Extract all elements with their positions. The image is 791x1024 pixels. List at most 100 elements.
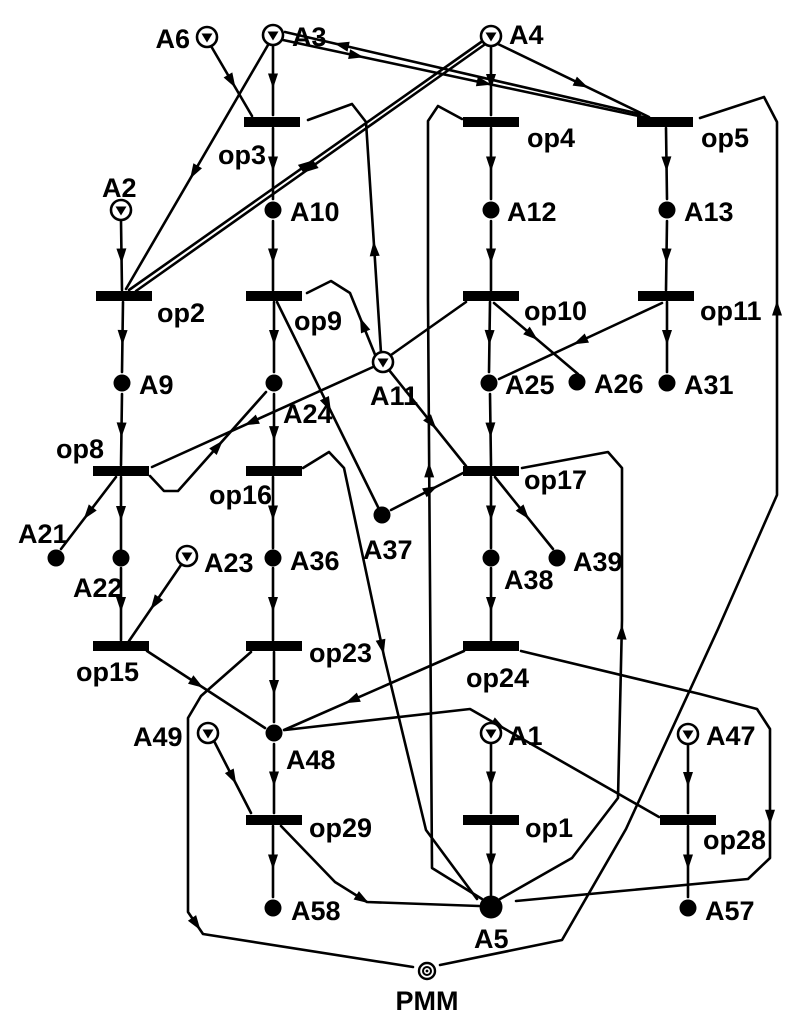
arrowhead-A22-op15: [116, 597, 126, 612]
arrowhead-op23-A48: [269, 680, 279, 695]
arrowhead-op17-A39: [515, 504, 529, 520]
node-A5: A5: [474, 895, 509, 954]
node-label-op2: op2: [157, 298, 205, 328]
node-label-op1: op1: [525, 813, 573, 843]
node-op1: op1: [463, 813, 573, 843]
node-A39: A39: [548, 547, 623, 577]
operation-bar-icon: [96, 291, 152, 301]
node-label-A9: A9: [139, 370, 174, 400]
arrowhead-A13-op11: [661, 248, 672, 264]
node-A25: A25: [480, 370, 555, 400]
node-label-A22: A22: [73, 573, 123, 603]
operation-bar-icon: [246, 291, 302, 301]
arrowhead-A3-op5: [475, 76, 492, 87]
node-op5: op5: [637, 117, 749, 153]
artifact-dot-icon: [658, 201, 676, 219]
node-A12: A12: [482, 197, 557, 227]
edge-A4-op5: [496, 42, 651, 119]
node-label-A31: A31: [684, 370, 734, 400]
edge-op23-PMM: [186, 650, 415, 969]
node-label-A10: A10: [290, 197, 340, 227]
arrowhead-A38-op24: [486, 597, 496, 612]
node-label-A47: A47: [706, 721, 756, 751]
node-A47: A47: [676, 721, 756, 751]
artifact-dot-icon: [658, 374, 676, 392]
node-A1: A1: [479, 721, 543, 751]
edges-layer: [59, 30, 782, 969]
arrowhead-A11-op8: [244, 414, 260, 426]
node-A48: A48: [265, 724, 336, 775]
input-triangle-icon: [201, 33, 213, 43]
arrowhead-op29-A5: [353, 891, 369, 904]
edge-A11-op8: [150, 365, 375, 469]
edge-A48-op28: [283, 707, 661, 819]
arrowhead-op5-A3: [334, 41, 350, 52]
input-triangle-icon: [181, 552, 193, 562]
edge-A11-op3: [306, 102, 383, 355]
artifact-dot-icon: [679, 899, 697, 917]
artifact-dot-icon: [264, 549, 282, 567]
node-A2: A2: [102, 173, 137, 222]
node-label-A3: A3: [292, 22, 327, 52]
arrowhead-op9-A24: [269, 330, 279, 345]
input-triangle-icon: [115, 206, 127, 216]
arrowhead-A47-op28: [683, 772, 693, 787]
arrowhead-op11-A31: [662, 330, 672, 345]
node-label-op28: op28: [703, 825, 766, 855]
node-PMM: PMM: [396, 961, 459, 1016]
node-op17: op17: [463, 465, 587, 495]
milestone-center-dot-icon: [425, 969, 429, 973]
edge-op24-A48: [282, 649, 466, 732]
node-label-A57: A57: [705, 896, 755, 926]
node-label-A24: A24: [283, 399, 333, 429]
arrowhead-A3-op5: [348, 49, 364, 59]
artifact-dot-icon: [548, 549, 566, 567]
arrowhead-A1-op1: [486, 771, 496, 787]
node-A21: A21: [18, 519, 68, 567]
input-triangle-icon: [377, 358, 389, 368]
arrowhead-op2-A9: [117, 329, 128, 345]
node-op24: op24: [463, 641, 529, 693]
input-triangle-icon: [202, 729, 214, 739]
arrowhead-op3-A10: [268, 156, 278, 172]
arrowhead-op15-A48: [188, 675, 204, 688]
operation-bar-icon: [638, 291, 694, 301]
arrowhead-op11-A25: [573, 333, 589, 345]
arrowhead-A49-op29: [224, 768, 237, 785]
node-A31: A31: [658, 370, 734, 400]
arrowhead-op10-A26: [523, 326, 538, 341]
node-A6: A6: [155, 24, 219, 54]
node-label-A37: A37: [363, 535, 413, 565]
arrowhead-A12-op10: [486, 248, 496, 264]
node-label-A23: A23: [204, 548, 254, 578]
node-label-op9: op9: [294, 306, 342, 336]
arrowhead-op4-A12: [486, 156, 496, 172]
edge-op15-A48: [145, 649, 267, 730]
node-label-op11: op11: [700, 296, 762, 326]
node-op29: op29: [246, 813, 372, 843]
artifact-dot-icon: [112, 549, 130, 567]
operation-bar-icon: [93, 466, 149, 476]
arrowhead-A23-op15: [150, 594, 164, 610]
artifact-dot-icon: [113, 374, 131, 392]
node-label-A38: A38: [504, 565, 554, 595]
arrowhead-op8-A22: [116, 506, 126, 521]
input-triangle-icon: [267, 31, 279, 41]
arrowhead-A5-op4: [424, 462, 435, 478]
operation-bar-icon: [463, 466, 519, 476]
node-A23: A23: [175, 544, 254, 578]
edge-op16-A5: [301, 450, 479, 901]
input-triangle-icon: [485, 32, 497, 42]
edge-A5-op17: [498, 450, 624, 901]
operation-bar-icon: [660, 815, 716, 825]
arrowhead-op16-A5: [375, 638, 386, 655]
operation-bar-icon: [463, 291, 519, 301]
arrowhead-A3-op2: [190, 163, 202, 179]
node-A58: A58: [264, 896, 341, 926]
node-label-op15: op15: [76, 657, 139, 687]
arrowhead-op16-A36: [268, 505, 278, 521]
node-A26: A26: [568, 369, 644, 399]
node-A24: A24: [265, 374, 333, 429]
